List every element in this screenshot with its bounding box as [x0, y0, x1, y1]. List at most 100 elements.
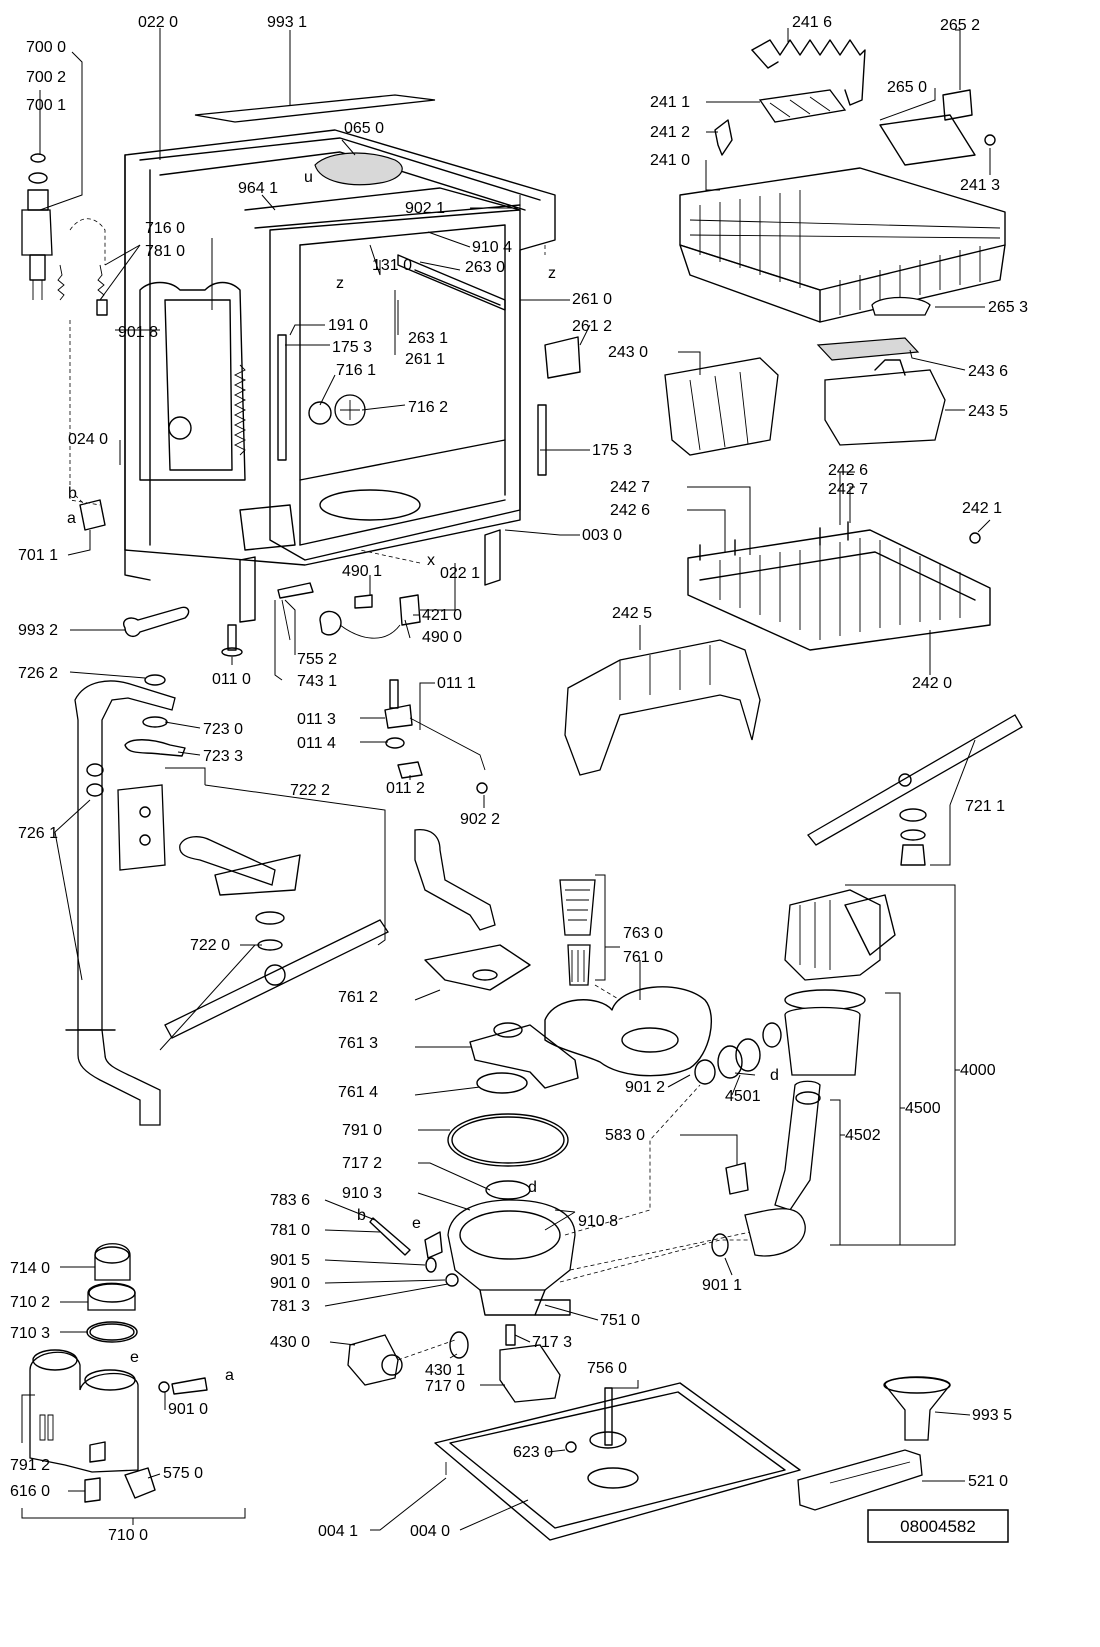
drawing-code-box: 08004582: [867, 1509, 1009, 1543]
label-901-0: 901 0: [270, 1275, 310, 1292]
upper-basket-drawing: [664, 39, 1006, 456]
marker-a: a: [67, 510, 76, 527]
label-242-7: 242 7: [828, 481, 868, 498]
label-265-2: 265 2: [940, 17, 980, 34]
tub-bottom-parts-drawing: [123, 582, 421, 657]
label-175-3: 175 3: [592, 442, 632, 459]
label-755-2: 755 2: [297, 651, 337, 668]
marker-e: e: [412, 1215, 421, 1232]
label-902-2: 902 2: [460, 811, 500, 828]
label-902-1: 902 1: [405, 200, 445, 217]
label-723-3: 723 3: [203, 748, 243, 765]
label-242-6: 242 6: [828, 462, 868, 479]
label-265-0: 265 0: [887, 79, 927, 96]
label-710-2: 710 2: [10, 1294, 50, 1311]
label-901-1: 901 1: [702, 1277, 742, 1294]
label-726-1: 726 1: [18, 825, 58, 842]
rack-insert-drawing: [564, 639, 761, 776]
label-243-0: 243 0: [608, 344, 648, 361]
label-4500: 4500: [905, 1100, 941, 1117]
marker-x: x: [427, 552, 435, 569]
label-261-1: 261 1: [405, 351, 445, 368]
label-430-1: 430 1: [425, 1362, 465, 1379]
label-575-0: 575 0: [163, 1465, 203, 1482]
lower-basket-drawing: [687, 521, 991, 651]
label-065-0: 065 0: [344, 120, 384, 137]
label-583-0: 583 0: [605, 1127, 645, 1144]
label-781-0: 781 0: [270, 1222, 310, 1239]
label-791-2: 791 2: [10, 1457, 50, 1474]
part-labels: 022 0 993 1 700 0 700 2 700 1 065 0 964 …: [10, 14, 1028, 1544]
label-024-0: 024 0: [68, 431, 108, 448]
label-175-3: 175 3: [332, 339, 372, 356]
lower-spray-arm-drawing: [807, 714, 1023, 866]
marker-d: d: [770, 1067, 779, 1084]
label-701-1: 701 1: [18, 547, 58, 564]
label-710-3: 710 3: [10, 1325, 50, 1342]
marker-b: b: [357, 1207, 366, 1224]
marker-d: d: [528, 1179, 537, 1196]
tub-cabinet-drawing: u z z x: [124, 94, 581, 623]
label-242-7: 242 7: [610, 479, 650, 496]
label-700-0: 700 0: [26, 39, 66, 56]
label-265-3: 265 3: [988, 299, 1028, 316]
marker-z: z: [548, 265, 556, 282]
label-241-6: 241 6: [792, 14, 832, 31]
base-plate-drawing: [434, 1376, 951, 1541]
label-623-0: 623 0: [513, 1444, 553, 1461]
label-261-0: 261 0: [572, 291, 612, 308]
label-4502: 4502: [845, 1127, 881, 1144]
label-964-1: 964 1: [238, 180, 278, 197]
label-722-2: 722 2: [290, 782, 330, 799]
label-717-2: 717 2: [342, 1155, 382, 1172]
label-241-2: 241 2: [650, 124, 690, 141]
label-004-1: 004 1: [318, 1523, 358, 1540]
label-011-2: 011 2: [386, 780, 425, 797]
label-993-1: 993 1: [267, 14, 307, 31]
label-901-5: 901 5: [270, 1252, 310, 1269]
label-003-0: 003 0: [582, 527, 622, 544]
label-723-0: 723 0: [203, 721, 243, 738]
label-011-0: 011 0: [212, 671, 251, 688]
label-700-2: 700 2: [26, 69, 66, 86]
label-726-2: 726 2: [18, 665, 58, 682]
label-716-1: 716 1: [336, 362, 376, 379]
drain-pump-drawing: d: [694, 889, 896, 1257]
label-242-1: 242 1: [962, 500, 1002, 517]
label-242-5: 242 5: [612, 605, 652, 622]
label-022-0: 022 0: [138, 14, 178, 31]
label-781-0: 781 0: [145, 243, 185, 260]
label-910-3: 910 3: [342, 1185, 382, 1202]
label-993-5: 993 5: [972, 1407, 1012, 1424]
spray-pipe-drawing: [65, 674, 389, 1126]
label-721-1: 721 1: [965, 798, 1005, 815]
label-761-0: 761 0: [623, 949, 663, 966]
label-263-0: 263 0: [465, 259, 505, 276]
label-243-5: 243 5: [968, 403, 1008, 420]
label-781-3: 781 3: [270, 1298, 310, 1315]
label-714-0: 714 0: [10, 1260, 50, 1277]
label-4000: 4000: [960, 1062, 996, 1079]
label-716-0: 716 0: [145, 220, 185, 237]
marker-z: z: [336, 275, 344, 292]
label-011-3: 011 3: [297, 711, 336, 728]
label-011-4: 011 4: [297, 735, 336, 752]
label-022-1: 022 1: [440, 565, 480, 582]
label-901-0: 901 0: [168, 1401, 208, 1418]
label-751-0: 751 0: [600, 1312, 640, 1329]
label-901-8: 901 8: [118, 324, 158, 341]
marker-a: a: [225, 1367, 234, 1384]
label-993-2: 993 2: [18, 622, 58, 639]
label-783-6: 783 6: [270, 1192, 310, 1209]
label-241-0: 241 0: [650, 152, 690, 169]
door-spring-drawing: b a: [21, 153, 108, 531]
marker-u: u: [304, 169, 313, 186]
label-910-4: 910 4: [472, 239, 512, 256]
marker-b: b: [68, 485, 77, 502]
label-910-8: 910 8: [578, 1213, 618, 1230]
adjuster-drawing: [384, 679, 488, 794]
label-421-0: 421 0: [422, 607, 462, 624]
label-243-6: 243 6: [968, 363, 1008, 380]
label-616-0: 616 0: [10, 1483, 50, 1500]
